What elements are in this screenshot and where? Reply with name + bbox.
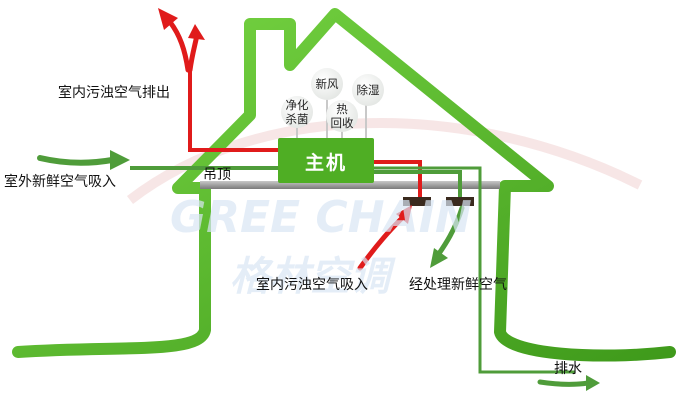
watermark-chinese: 格林空调 (230, 254, 396, 300)
label-ceiling: 吊顶 (203, 167, 231, 183)
drain-pipe (370, 166, 575, 374)
ceiling-bar (200, 181, 500, 189)
bubble-dehumidify (352, 74, 384, 106)
exhaust-duct (188, 70, 280, 152)
label-drain: 排水 (554, 361, 582, 377)
exhaust-arrow-2-icon (187, 32, 200, 73)
bubble-fresh-air (311, 68, 343, 100)
bubble-purify (281, 96, 313, 128)
watermark-swoosh (126, 118, 643, 204)
fresh-supply-duct (370, 170, 462, 200)
supply-grille (446, 197, 474, 206)
main-unit-box (278, 138, 374, 183)
label-indoor-exhaust: 室内污浊空气排出 (58, 85, 170, 101)
function-purify: 净化 杀菌 (285, 98, 309, 126)
label-indoor-intake: 室内污浊空气吸入 (256, 277, 368, 293)
main-unit-label: 主机 (305, 152, 348, 174)
house-outline (12, 8, 676, 362)
intake-arrow-icon (37, 155, 115, 166)
function-dehumidify: 除湿 (356, 83, 380, 97)
exhaust-arrow-1-icon (167, 19, 191, 73)
watermark-latin: GREE CHAIN (170, 192, 472, 243)
function-heat-recovery: 热 回收 (330, 102, 354, 130)
exhaust-grille (403, 197, 431, 206)
label-treated-fresh: 经处理新鲜空气 (409, 277, 507, 293)
label-outdoor-intake: 室外新鲜空气吸入 (4, 174, 116, 190)
exhaust-duct-return (370, 160, 422, 198)
bubble-heat-recovery (326, 100, 358, 132)
function-fresh-air: 新风 (315, 77, 339, 91)
drain-arrow-icon (537, 379, 591, 387)
